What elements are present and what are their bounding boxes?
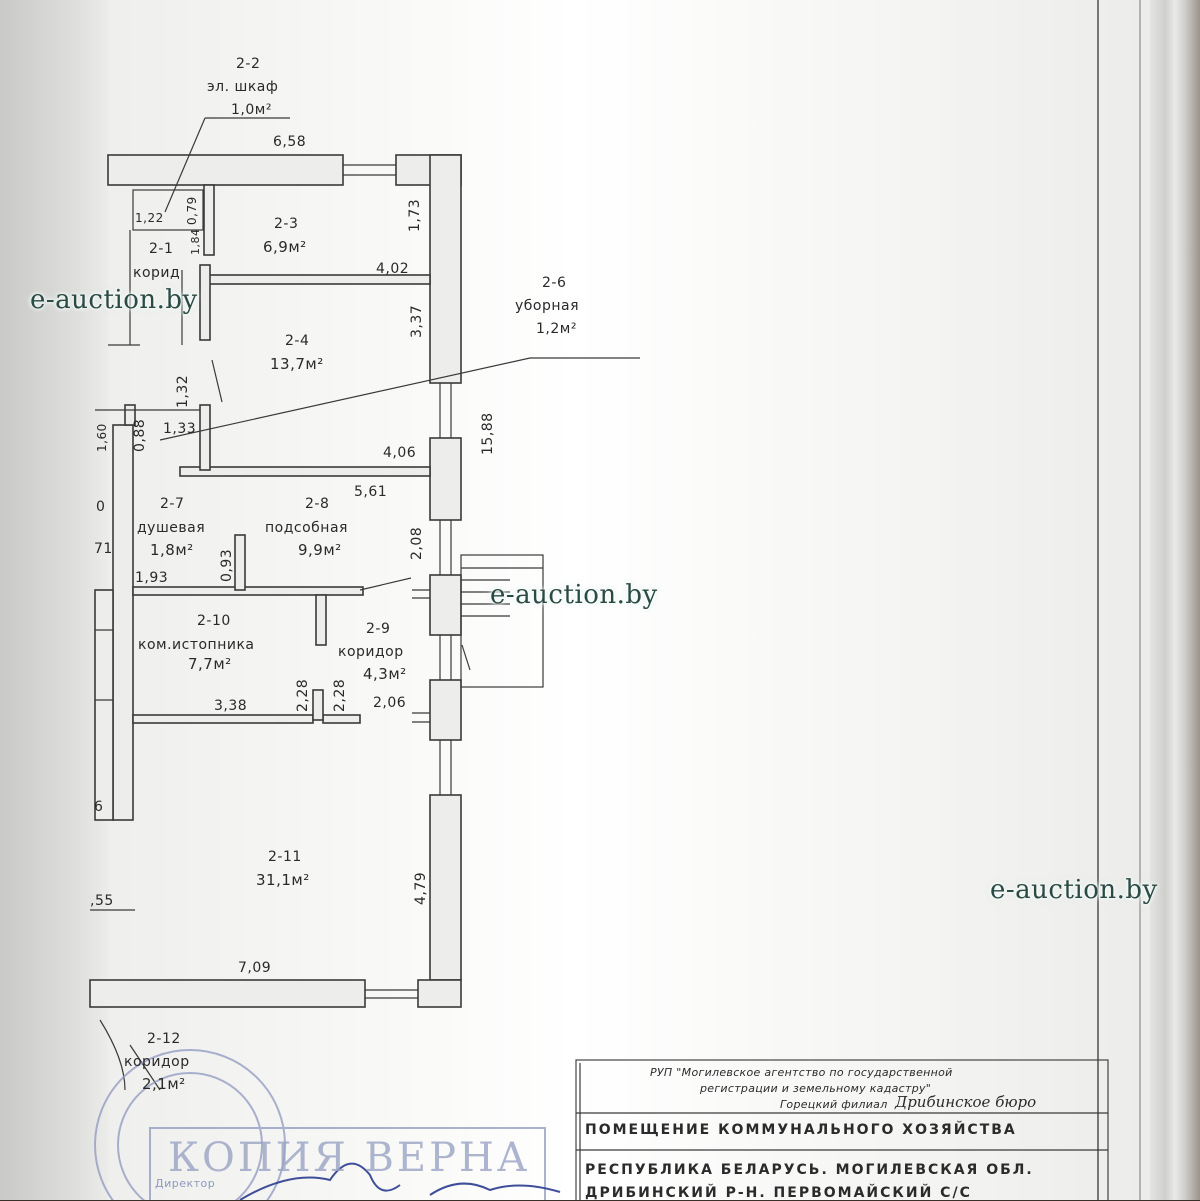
stamp-director: Директор [155, 1177, 216, 1190]
room-2-8-id: 2-8 [305, 496, 330, 512]
room-2-11-id: 2-11 [268, 849, 302, 865]
room-2-10-id: 2-10 [197, 613, 231, 629]
title-org-line1: РУП "Могилевское агентство по государств… [650, 1066, 953, 1079]
room-2-2-area: 1,0м² [231, 102, 272, 118]
dim-2-06: 2,06 [373, 695, 407, 711]
room-2-1-name: корид [133, 265, 181, 281]
room-2-7-id: 2-7 [160, 496, 185, 512]
room-2-2-name: эл. шкаф [207, 79, 279, 95]
room-2-7-name: душевая [137, 520, 206, 536]
room-2-3-area: 6,9м² [263, 238, 307, 256]
dim-5-61: 5,61 [354, 484, 388, 500]
room-2-4-area: 13,7м² [270, 355, 324, 373]
room-2-2-id: 2-2 [236, 56, 261, 72]
dim-7-09: 7,09 [238, 960, 272, 976]
room-2-12-area: 2,1м² [142, 1075, 186, 1093]
title-address-line1: РЕСПУБЛИКА БЕЛАРУСЬ. МОГИЛЕВСКАЯ ОБЛ. [585, 1162, 1034, 1178]
dim-1-84: 1,84 [189, 228, 202, 256]
room-2-9-id: 2-9 [366, 621, 391, 637]
stamp-copy-verified: КОПИЯ ВЕРНА [168, 1135, 531, 1181]
room-2-1-id: 2-1 [149, 241, 174, 257]
dim-1-93: 1,93 [135, 570, 169, 586]
dim-3-37: 3,37 [409, 304, 425, 338]
dim-1-33: 1,33 [163, 421, 197, 437]
room-2-6-id: 2-6 [542, 275, 567, 291]
dim-2-08: 2,08 [409, 526, 425, 560]
room-2-7-area: 1,8м² [150, 541, 194, 559]
room-2-8-area: 9,9м² [298, 541, 342, 559]
dim-1-60: 1,60 [95, 423, 109, 452]
watermark-2: e-auction.by [490, 580, 658, 610]
room-2-10-area: 7,7м² [188, 655, 232, 673]
title-org-line3: Горецкий филиал [780, 1098, 888, 1111]
title-org-line2: регистрации и земельному кадастру" [700, 1082, 932, 1095]
room-2-12-id: 2-12 [147, 1031, 181, 1047]
dim-0-93: 0,93 [219, 548, 235, 582]
room-2-9-area: 4,3м² [363, 665, 407, 683]
dim-1-32: 1,32 [175, 374, 191, 408]
dim-2-28-a: 2,28 [295, 678, 311, 712]
room-2-10-name: ком.истопника [138, 637, 255, 653]
room-2-4-id: 2-4 [285, 333, 310, 349]
dim-0-88: 0,88 [132, 418, 148, 452]
dim-edge-6: 6 [94, 799, 104, 815]
dim-55: ,55 [90, 893, 114, 909]
dim-4-79: 4,79 [413, 871, 429, 905]
title-object: ПОМЕЩЕНИЕ КОММУНАЛЬНОГО ХОЗЯЙСТВА [585, 1122, 1017, 1138]
dim-1-73: 1,73 [407, 198, 423, 232]
dim-0-79: 0,79 [185, 196, 199, 225]
dim-top-width: 6,58 [273, 134, 307, 150]
room-2-6-name: уборная [515, 298, 580, 314]
dim-3-38: 3,38 [214, 698, 248, 714]
title-org-handwritten: Дрибинское бюро [895, 1093, 1037, 1111]
watermark-3: e-auction.by [990, 875, 1158, 905]
dim-2-28-b: 2,28 [332, 678, 348, 712]
room-2-12-name: коридор [124, 1054, 190, 1070]
dim-edge-71: 71 [94, 541, 113, 557]
dim-4-06: 4,06 [383, 445, 417, 461]
dim-15-88: 15,88 [480, 412, 496, 455]
room-2-9-name: коридор [338, 644, 404, 660]
room-2-3-id: 2-3 [274, 216, 299, 232]
watermark-1: e-auction.by [30, 285, 198, 315]
dim-1-22: 1,22 [135, 211, 164, 225]
room-2-6-area: 1,2м² [536, 321, 577, 337]
title-address-line2: ДРИБИНСКИЙ Р-Н. ПЕРВОМАЙСКИЙ С/С [585, 1185, 972, 1201]
room-2-11-area: 31,1м² [256, 871, 310, 889]
page-stack-edge [1150, 0, 1200, 1200]
room-2-8-name: подсобная [265, 520, 348, 536]
dim-4-02: 4,02 [376, 261, 410, 277]
dim-edge-0: 0 [96, 499, 106, 515]
